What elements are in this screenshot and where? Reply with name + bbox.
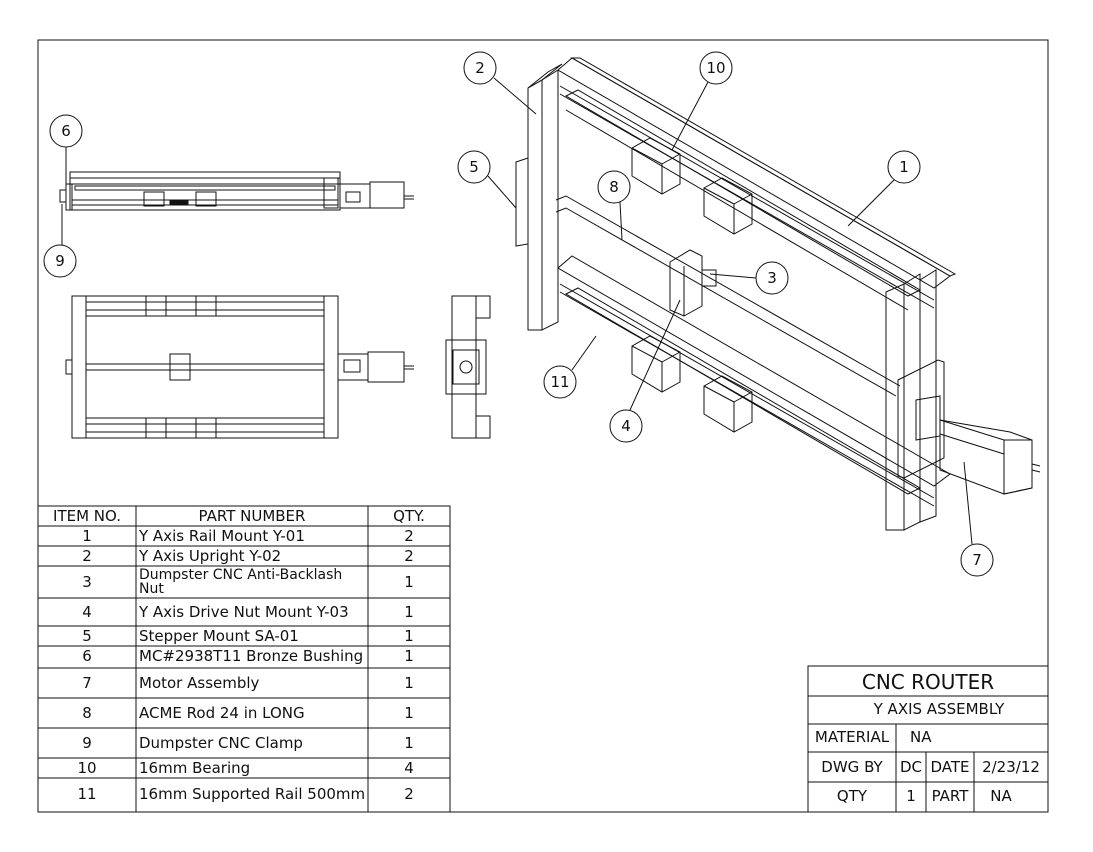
bom-part: 16mm Supported Rail 500mm [139, 785, 366, 803]
balloon-2: 2 [475, 59, 485, 77]
front-view [65, 295, 414, 439]
balloon-4: 4 [621, 417, 631, 435]
part-value: NA [990, 787, 1012, 805]
balloon-9: 9 [55, 252, 65, 270]
bom-item: 5 [82, 627, 92, 645]
balloon-7: 7 [972, 551, 982, 569]
bom-part: Y Axis Upright Y-02 [139, 547, 282, 565]
title-block-grid [807, 665, 1049, 813]
bom-part: Dumpster CNC Anti-Backlash Nut [139, 567, 343, 597]
date-label: DATE [930, 758, 970, 776]
material-value: NA [910, 728, 932, 746]
drawing-title: CNC ROUTER [861, 670, 995, 694]
bom-qty: 4 [404, 759, 414, 777]
dwg-by-value: DC [899, 758, 923, 776]
bom-qty: 2 [404, 547, 414, 565]
balloon-1: 1 [899, 158, 909, 176]
bom-item: 10 [77, 759, 97, 777]
bom-item: 1 [82, 527, 92, 545]
bom-item: 2 [82, 547, 92, 565]
bom-qty: 1 [404, 704, 414, 722]
bom-part: Y Axis Rail Mount Y-01 [139, 527, 305, 545]
part-label: PART [931, 787, 969, 805]
bom-header-qty: QTY. [393, 507, 425, 525]
bom-header-item: ITEM NO. [53, 507, 121, 525]
bom-item: 8 [82, 704, 92, 722]
bom-item: 3 [82, 573, 92, 591]
date-value: 2/23/12 [982, 758, 1040, 776]
bom-qty: 2 [404, 785, 414, 803]
isometric-view [515, 57, 1041, 531]
bom-item: 9 [82, 734, 92, 752]
balloon-11: 11 [550, 373, 570, 391]
dwg-by-label: DWG BY [821, 758, 883, 776]
bom-qty: 2 [404, 527, 414, 545]
bom-qty: 1 [404, 603, 414, 621]
bom-qty: 1 [404, 647, 414, 665]
qty-value: 1 [906, 787, 916, 805]
bom-part: ACME Rod 24 in LONG [139, 704, 305, 722]
bom-header-part: PART NUMBER [198, 507, 306, 525]
bom-part: Y Axis Drive Nut Mount Y-03 [139, 603, 349, 621]
bom-qty: 1 [404, 674, 414, 692]
leader-lines [61, 77, 973, 545]
bom-item: 6 [82, 647, 92, 665]
bom-part: Dumpster CNC Clamp [139, 734, 303, 752]
bom-item: 11 [77, 785, 97, 803]
material-label: MATERIAL [814, 728, 890, 746]
bom-qty: 1 [404, 573, 414, 591]
bom-part: 16mm Bearing [139, 759, 251, 777]
bom-part: MC#2938T11 Bronze Bushing [139, 647, 364, 665]
balloon-3: 3 [767, 269, 777, 287]
bom-item: 7 [82, 674, 92, 692]
bom-qty: 1 [404, 734, 414, 752]
top-view [59, 171, 414, 211]
balloon-8: 8 [609, 178, 619, 196]
balloon-circles [43, 51, 994, 577]
bom-grid [37, 505, 451, 813]
balloon-6: 6 [61, 122, 71, 140]
side-view [445, 295, 491, 439]
drawing-subtitle: Y AXIS ASSEMBLY [873, 700, 1005, 718]
bom-part: Motor Assembly [139, 674, 260, 692]
balloon-5: 5 [469, 158, 479, 176]
sheet-border [37, 39, 1049, 813]
bom-qty: 1 [404, 627, 414, 645]
bom-item: 4 [82, 603, 92, 621]
qty-label: QTY [836, 787, 868, 805]
balloon-10: 10 [706, 59, 726, 77]
bom-part: Stepper Mount SA-01 [139, 627, 299, 645]
